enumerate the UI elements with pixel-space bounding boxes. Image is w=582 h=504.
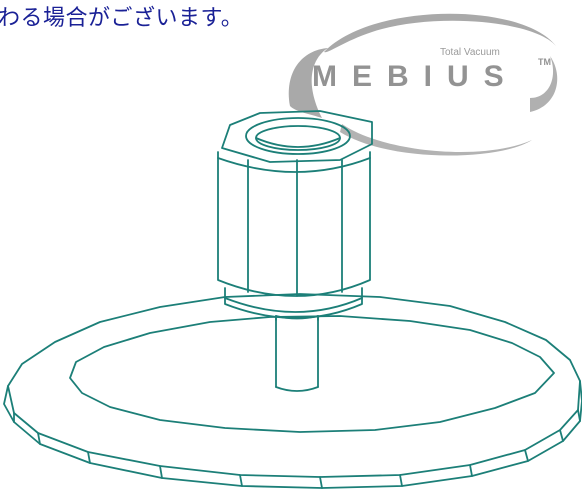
logo-brand-text: MEBIUS [312,60,519,93]
caption-text: わる場合がございます。 [0,6,244,31]
flange-disc-icon [3,293,582,489]
hex-nut-fitting-icon [217,110,373,321]
stem-icon [275,315,319,392]
logo-ring-icon [288,13,558,156]
mebius-logo: Total Vacuum MEBIUS TM [288,13,558,156]
logo-tagline: Total Vacuum [440,47,500,58]
logo-trademark: TM [538,57,551,67]
